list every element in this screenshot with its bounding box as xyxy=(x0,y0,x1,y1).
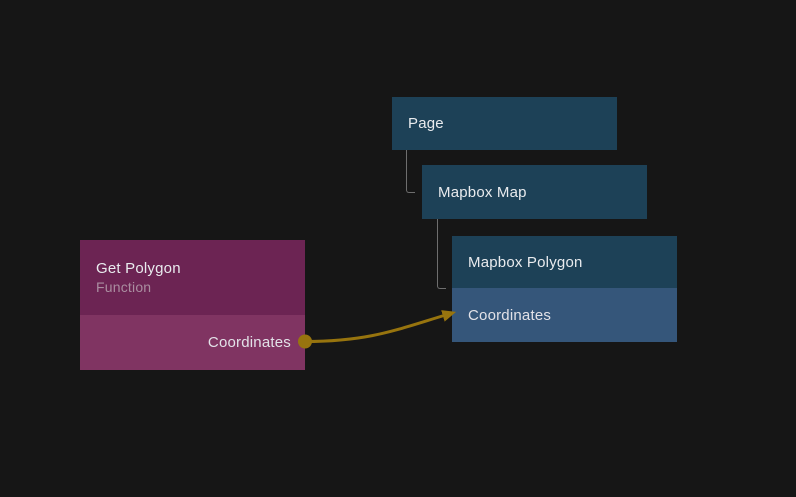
output-port-coordinates-label: Coordinates xyxy=(207,334,291,351)
node-get-polygon[interactable]: Get Polygon Function Coordinates xyxy=(80,240,305,370)
output-port-coordinates[interactable]: Coordinates xyxy=(80,315,305,370)
tree-connector-page-to-mapbox-map xyxy=(406,150,415,193)
connection-wire-get-polygon-to-mapbox-polygon[interactable] xyxy=(303,310,457,343)
input-port-coordinates[interactable]: Coordinates xyxy=(452,288,677,342)
node-page-title: Page xyxy=(408,115,444,132)
output-port-dot[interactable] xyxy=(298,334,312,349)
node-page[interactable]: Page xyxy=(392,97,617,150)
node-get-polygon-title: Get Polygon xyxy=(96,260,181,277)
tree-connector-mapbox-map-to-mapbox-polygon xyxy=(437,219,446,289)
node-mapbox-polygon[interactable]: Mapbox Polygon Coordinates xyxy=(452,236,677,342)
node-mapbox-polygon-title: Mapbox Polygon xyxy=(468,253,583,271)
node-get-polygon-subtitle: Function xyxy=(96,279,152,295)
node-mapbox-polygon-header: Mapbox Polygon xyxy=(452,236,677,288)
node-mapbox-map-title: Mapbox Map xyxy=(438,183,527,201)
node-mapbox-map[interactable]: Mapbox Map xyxy=(422,165,647,219)
node-get-polygon-header: Get Polygon Function xyxy=(80,240,305,315)
input-port-coordinates-label: Coordinates xyxy=(468,306,552,324)
